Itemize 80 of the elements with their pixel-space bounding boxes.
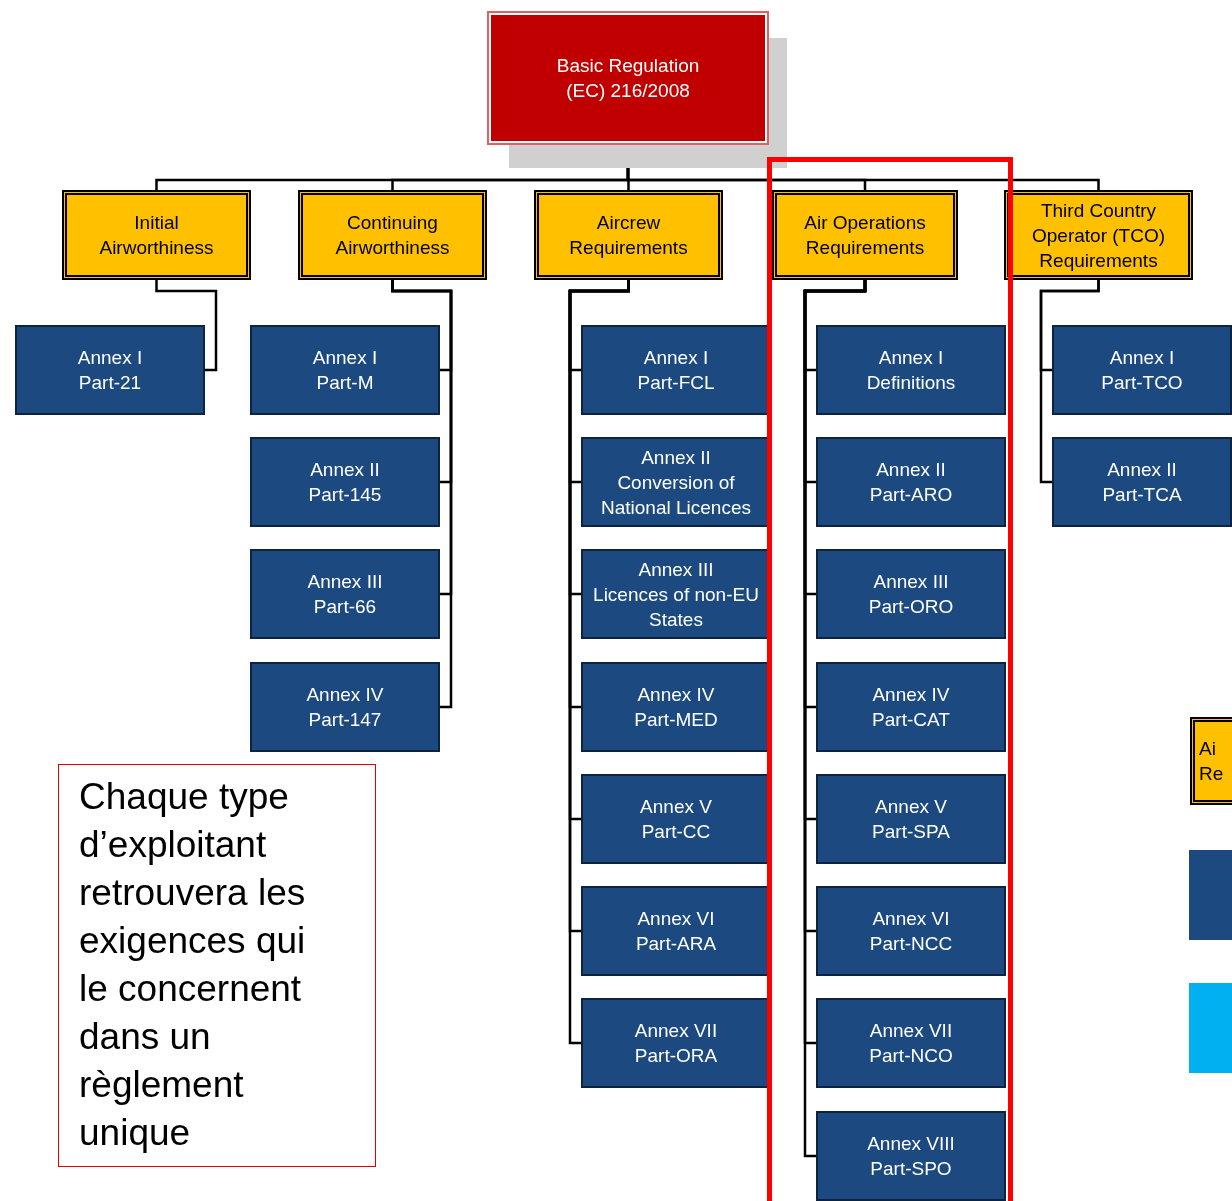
annex-box [15,325,205,415]
node-label: Annex II [641,445,711,470]
node-label: Licences of non-EU States [592,582,760,632]
node-label: Annex II [310,458,380,482]
annex-box [250,662,440,752]
node-label: Part-SPO [870,1157,952,1181]
node-label: Part-FCL [637,371,715,395]
category-box [298,190,487,280]
node-label: Annex III [873,570,949,594]
node-label: Part-147 [308,708,382,732]
node-label: Part-CC [641,820,711,844]
node-label: Annex V [875,795,947,819]
category-box [1190,717,1232,805]
node-label: Annex V [640,795,712,819]
node-label: Annex II [1107,458,1177,482]
annex-box [816,1111,1006,1201]
node-label: Annex I [643,346,709,370]
swatch-box [1189,850,1232,940]
annex-box [1052,325,1232,415]
node-label: Part-TCO [1101,371,1183,395]
annex-box [816,549,1006,639]
node-label: Continuing Airworthiness [334,211,451,260]
node-label: Part-66 [313,595,377,619]
category-box [534,190,723,280]
annex-box [1052,437,1232,527]
node-label: Ai [1199,737,1216,761]
connector-line [155,280,218,372]
node-label: Annex I [1109,346,1175,370]
node-label: Annex I [878,346,944,370]
node-label: Annex III [638,557,714,582]
annex-box [816,325,1006,415]
node-label: Part-ARA [635,932,717,956]
annex-box [816,437,1006,527]
node-label: Annex VII [869,1019,953,1043]
annex-box [250,325,440,415]
node-label: Part-ORA [634,1044,718,1068]
node-label: Part-145 [308,483,382,507]
node-label: Annex IV [637,683,715,707]
node-label: Annex VII [634,1019,718,1043]
annex-box [816,662,1006,752]
node-label: Part-MED [634,708,718,732]
annex-box [250,437,440,527]
node-label: Part-NCO [869,1044,953,1068]
node-label: Third Country Operator (TCO) Requirements [1031,198,1166,273]
node-label: Aircrew Requirements [568,211,689,260]
node-label: Re [1199,762,1224,786]
node-label: Part-SPA [872,820,950,844]
note-text: Chaque type d’exploitant retrouvera les exigences qui le concernent dans un règlement unique [79,775,307,1155]
node-label: Annex VI [637,907,715,931]
annex-box [816,886,1006,976]
node-label: Part-21 [78,371,142,395]
connector-line [391,280,453,709]
node-label: Part-ORO [868,595,954,619]
node-label: Annex I [77,346,143,370]
node-label: Definitions [866,371,956,395]
node-label: Part-ARO [869,483,953,507]
annex-box [816,774,1006,864]
note-box [58,764,376,1167]
node-label: Basic Regulation (EC) 216/2008 [555,54,701,103]
node-label: Annex III [307,570,383,594]
node-label: Air Operations Requirements [803,211,927,260]
node-label: Annex IV [872,683,950,707]
node-label: Part-CAT [872,708,950,732]
node-label: Annex VI [872,907,950,931]
annex-box [816,998,1006,1088]
category-box [1004,190,1193,280]
category-box [62,190,251,280]
node-label: Part-TCA [1102,483,1182,507]
annex-box [250,549,440,639]
node-label: Initial Airworthiness [98,211,215,260]
node-label: Annex IV [306,683,384,707]
swatch-box [1189,983,1232,1073]
node-label: Annex VIII [867,1132,955,1156]
node-label: Part-M [316,371,374,395]
node-label: Annex I [312,346,378,370]
node-label: Annex II [876,458,946,482]
category-box [772,190,958,280]
node-label: Conversion of National Licences [600,470,752,520]
connector-line [1039,280,1100,484]
node-label: Part-NCC [869,932,953,956]
